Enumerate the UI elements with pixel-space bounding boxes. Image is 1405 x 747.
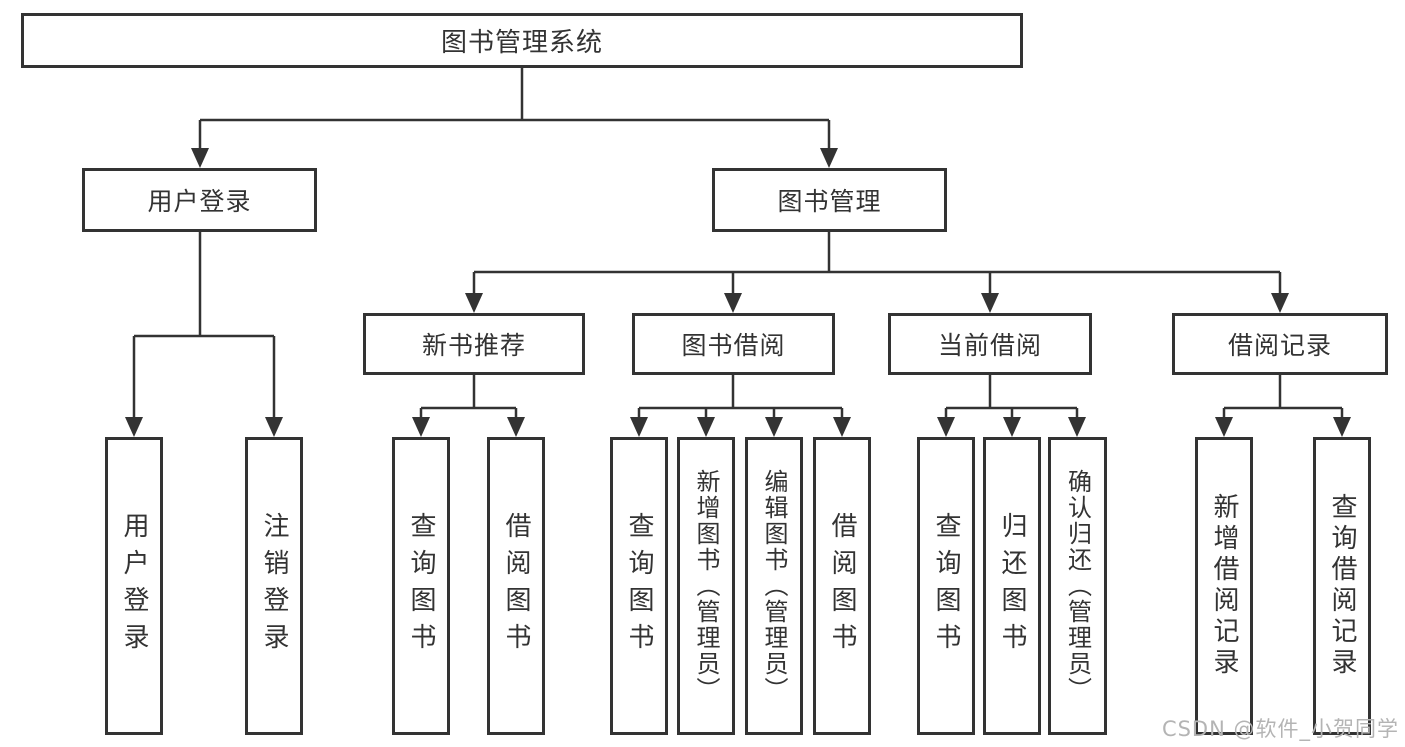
node-label: 图书管理 — [777, 187, 882, 216]
node-label: 借阅记录 — [1227, 331, 1332, 360]
node-library-management-system: 图书管理系统 — [21, 13, 1023, 68]
node-label: 新增借阅记录 — [1209, 493, 1239, 679]
node-label: 确认归还（管理员） — [1063, 469, 1092, 703]
leaf-return-book: 归还图书 — [983, 437, 1041, 735]
node-label: 当前借阅 — [937, 331, 1042, 360]
node-label: 图书借阅 — [681, 331, 786, 360]
node-label: 注销登录 — [259, 512, 289, 660]
node-label: 编辑图书（管理员） — [760, 469, 788, 703]
node-label: 借阅图书 — [501, 512, 531, 660]
leaf-query-books-borrowing: 查询图书 — [610, 437, 668, 735]
leaf-add-borrow-record: 新增借阅记录 — [1195, 437, 1253, 735]
node-borrowing-records: 借阅记录 — [1172, 313, 1388, 375]
node-label: 查询图书 — [624, 512, 654, 660]
node-current-borrowing: 当前借阅 — [888, 313, 1092, 375]
node-label: 归还图书 — [997, 512, 1027, 660]
leaf-query-books-recommend: 查询图书 — [392, 437, 450, 735]
node-label: 借阅图书 — [827, 512, 857, 660]
node-label: 查询借阅记录 — [1327, 493, 1357, 679]
node-new-book-recommendation: 新书推荐 — [363, 313, 585, 375]
node-book-management: 图书管理 — [712, 168, 947, 232]
leaf-query-books-current: 查询图书 — [917, 437, 975, 735]
leaf-query-borrow-record: 查询借阅记录 — [1313, 437, 1371, 735]
node-book-borrowing: 图书借阅 — [632, 313, 835, 375]
leaf-user-login: 用户登录 — [105, 437, 163, 735]
node-label: 新书推荐 — [421, 331, 526, 360]
node-label: 用户登录 — [119, 512, 149, 660]
node-label: 新增图书（管理员） — [692, 469, 720, 703]
leaf-add-book-admin: 新增图书（管理员） — [677, 437, 735, 735]
leaf-edit-book-admin: 编辑图书（管理员） — [745, 437, 803, 735]
leaf-logout: 注销登录 — [245, 437, 303, 735]
node-label: 用户登录 — [147, 187, 252, 216]
csdn-watermark: CSDN @软件_小贺同学 — [1161, 717, 1399, 741]
node-label: 图书管理系统 — [440, 28, 603, 58]
leaf-borrow-books-borrowing: 借阅图书 — [813, 437, 871, 735]
node-label: 查询图书 — [931, 512, 961, 660]
node-label: 查询图书 — [406, 512, 436, 660]
leaf-confirm-return-admin: 确认归还（管理员） — [1048, 437, 1107, 735]
node-user-login: 用户登录 — [82, 168, 317, 232]
leaf-borrow-books-recommend: 借阅图书 — [487, 437, 545, 735]
